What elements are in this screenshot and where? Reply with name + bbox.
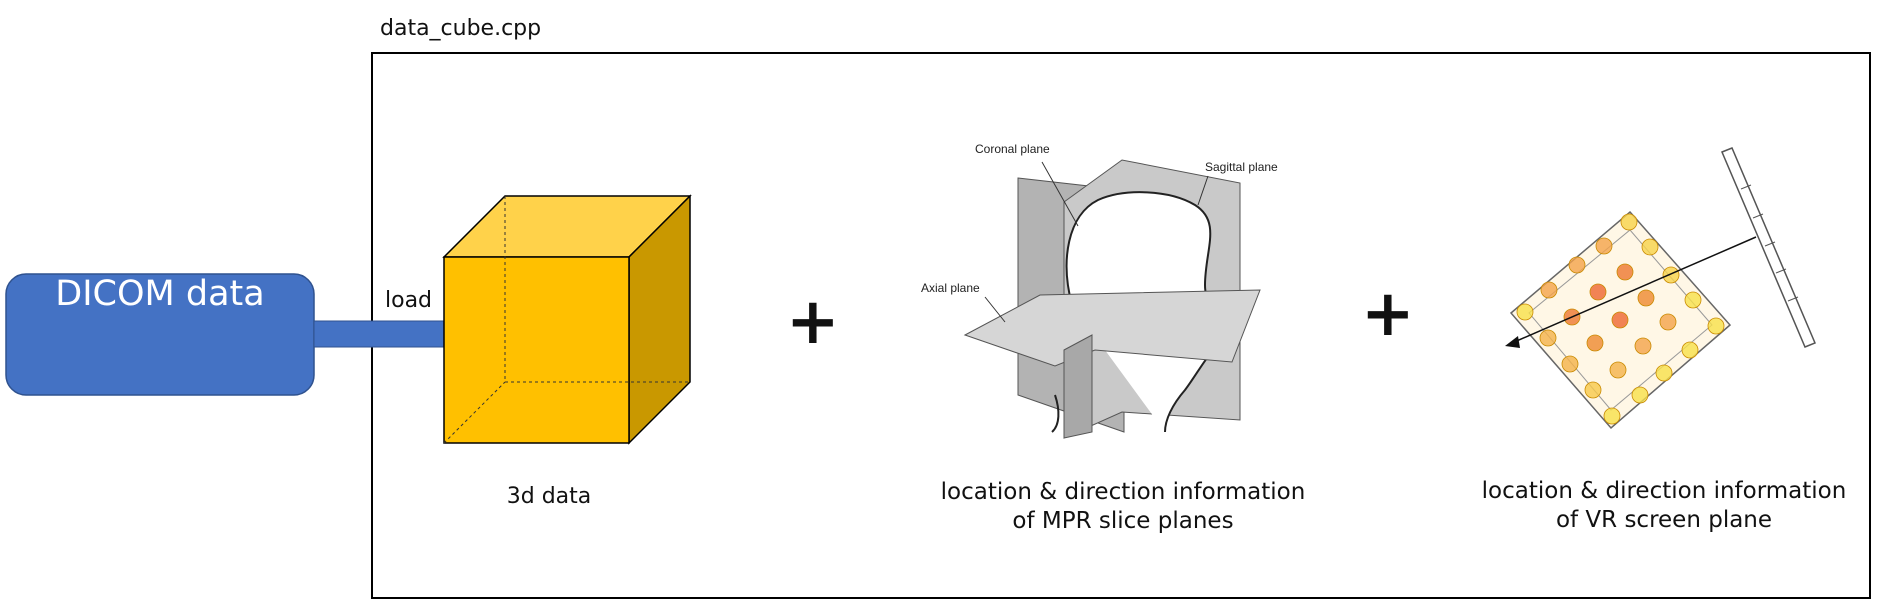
load-label: load xyxy=(385,288,433,313)
vr-caption-line2: of VR screen plane xyxy=(1555,507,1773,533)
dicom-data-label: DICOM data xyxy=(55,274,265,314)
coronal-plane-label: Coronal plane xyxy=(975,142,1050,156)
cube-front-face xyxy=(443,256,630,444)
plus-sign-2: + xyxy=(1361,277,1415,351)
axial-plane xyxy=(963,289,1261,367)
vr-ray xyxy=(1511,236,1757,344)
plus-sign-1: + xyxy=(786,285,840,359)
mpr-planes-illustration: Coronal plane Sagittal plane Axial plane xyxy=(921,142,1278,439)
mpr-caption-line1: location & direction information xyxy=(940,479,1306,505)
cube-3d xyxy=(442,194,692,445)
file-name-label: data_cube.cpp xyxy=(380,16,542,41)
vr-caption-line1: location & direction information xyxy=(1481,478,1847,504)
axial-plane-label: Axial plane xyxy=(921,281,980,295)
mpr-caption: location & direction information of MPR … xyxy=(941,478,1306,536)
vr-screen-illustration xyxy=(1505,147,1816,430)
coronal-plane-front xyxy=(1063,334,1093,439)
vr-voxels xyxy=(1516,213,1725,425)
vr-screen-plane xyxy=(1721,147,1816,348)
cube-caption: 3d data xyxy=(506,484,592,509)
sagittal-plane-label: Sagittal plane xyxy=(1205,160,1278,174)
mpr-caption-line2: of MPR slice planes xyxy=(1012,508,1234,534)
vr-caption: location & direction information of VR s… xyxy=(1482,477,1847,535)
